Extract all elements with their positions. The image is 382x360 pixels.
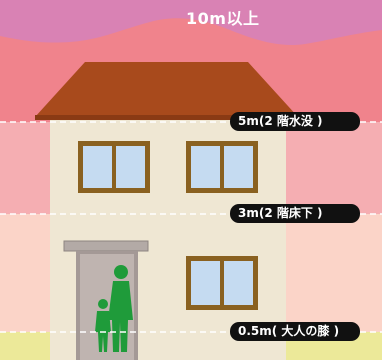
level-label-5m: 5m(2 階水没 ) (230, 112, 360, 131)
adult-silhouette (108, 265, 133, 352)
door-canopy (63, 240, 149, 252)
window-upper-left (78, 141, 150, 193)
level-label-3m: 3m(2 階床下 ) (230, 204, 360, 223)
top-wave-band (0, 0, 382, 46)
roof-eave (35, 115, 298, 120)
window-lower-right (186, 256, 258, 310)
house-roof (35, 62, 298, 117)
level-label-10m: 10m以上 (186, 9, 260, 28)
window-upper-right (186, 141, 258, 193)
level-label-05m: 0.5m( 大人の膝 ) (230, 322, 360, 341)
